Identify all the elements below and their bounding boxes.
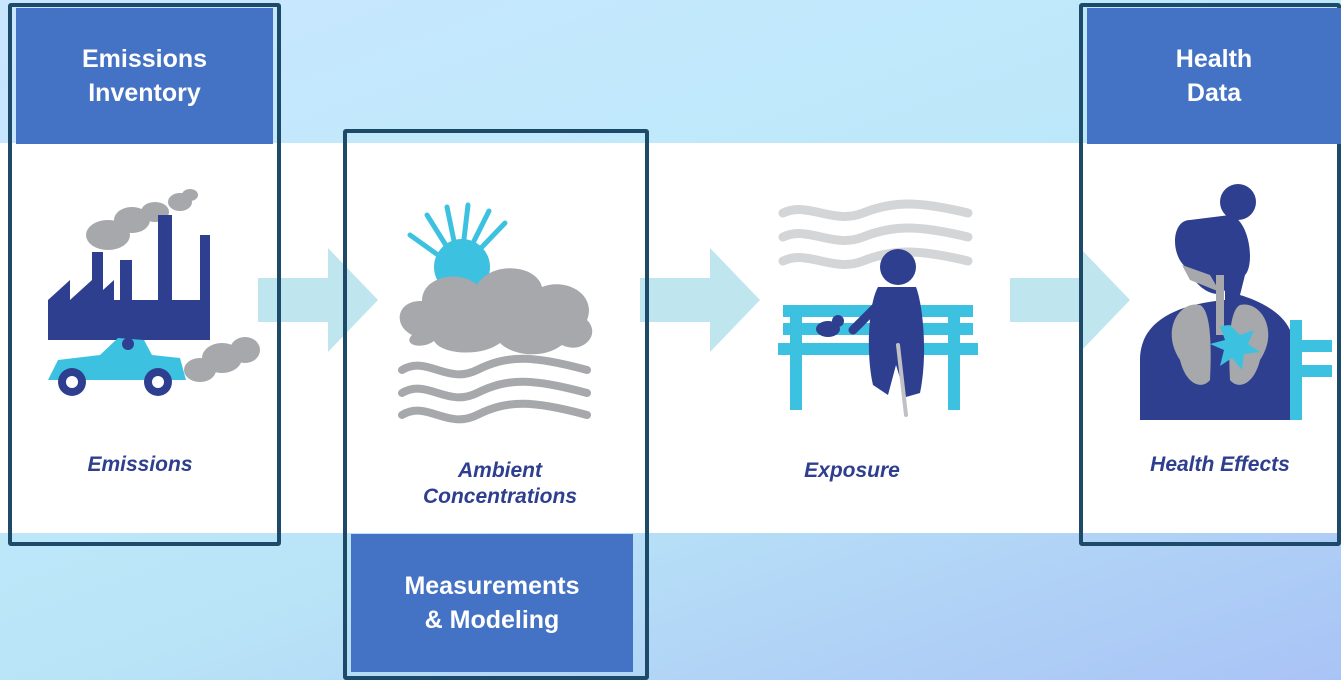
measurements-modeling-label: Measurements & Modeling bbox=[351, 534, 633, 672]
arrow-concentrations-to-exposure bbox=[640, 248, 760, 352]
arrow-exposure-to-health bbox=[1010, 248, 1130, 352]
lungs-person-icon bbox=[1140, 184, 1332, 420]
flow-band bbox=[0, 143, 1341, 533]
emissions-inventory-label: Emissions Inventory bbox=[16, 8, 273, 144]
factory-car-icon bbox=[48, 189, 260, 396]
health-data-frame bbox=[1079, 3, 1341, 546]
sun-cloud-icon bbox=[398, 202, 593, 424]
health-data-label: Health Data bbox=[1087, 8, 1341, 144]
caption-exposure: Exposure bbox=[804, 459, 900, 482]
caption-emissions: Emissions bbox=[87, 453, 193, 476]
caption-ambient-concentrations: Ambient Concentrations bbox=[422, 459, 577, 508]
measurements-modeling-frame bbox=[343, 129, 649, 680]
arrow-emissions-to-concentrations bbox=[258, 248, 378, 352]
person-bench-icon bbox=[778, 199, 978, 417]
emissions-inventory-frame bbox=[8, 3, 281, 546]
caption-health-effects: Health Effects bbox=[1150, 453, 1290, 476]
